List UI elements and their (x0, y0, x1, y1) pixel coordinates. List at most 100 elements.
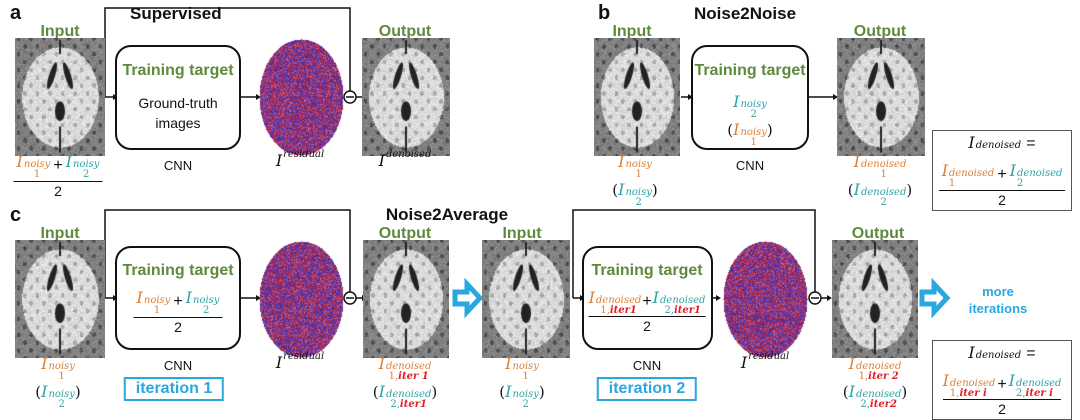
math-I: I (741, 353, 747, 372)
math-I: I (41, 354, 47, 373)
input-noisy-labels: Inoisy1 (Inoisy2) (612, 152, 658, 208)
panel-letter-c: c (10, 204, 21, 227)
training-target-title: Training target (122, 62, 233, 80)
math-I: I (968, 133, 974, 152)
cnn-label: CNN (633, 358, 661, 373)
sub-iter: iter 2 (868, 371, 899, 382)
math-I: I (733, 92, 739, 111)
math-I: I (276, 151, 282, 170)
sub: 1 (861, 170, 906, 180)
plus: + (997, 376, 1006, 394)
sub: 2, (664, 305, 674, 316)
sub: 2 (625, 198, 651, 208)
paren: ) (75, 383, 81, 401)
cnn-label: CNN (164, 358, 192, 373)
math-I: I (618, 152, 624, 171)
iteration-2-badge: iteration 2 (597, 377, 697, 401)
math-I: I (1010, 161, 1016, 180)
math-I: I (379, 354, 385, 373)
math-I: I (276, 353, 282, 372)
math-I: I (854, 152, 860, 171)
output-brain-image (837, 38, 925, 156)
residual-image (722, 240, 808, 358)
sub: 2 (740, 110, 766, 120)
math-I: I (653, 288, 659, 307)
sub-iter: iter i (959, 388, 986, 399)
panel-letter-a: a (10, 2, 21, 25)
sup: denoised (949, 169, 994, 179)
input-brain-image (15, 38, 105, 156)
output-brain-image (362, 38, 450, 156)
plus: + (53, 157, 62, 175)
sub: 1 (144, 306, 170, 316)
paren: ) (906, 181, 912, 199)
denoised-label: Idenoised (379, 150, 432, 170)
math-I: I (733, 120, 739, 139)
paren: ) (431, 383, 437, 401)
residual-label: Iresidual (276, 150, 324, 170)
iterative-average-formula-box: Idenoised = Idenoised1,iter i+Idenoised2… (932, 340, 1072, 420)
panel-title-noise2average: Noise2Average (386, 205, 508, 225)
sup: denoised (976, 351, 1021, 361)
paren: ) (652, 181, 658, 199)
sub: 1 (625, 170, 651, 180)
math-I: I (589, 288, 595, 307)
sub: 2, (390, 399, 400, 410)
sub: 2 (193, 306, 219, 316)
sub: 2, (1016, 388, 1026, 399)
sub-iter: iter2 (870, 399, 897, 410)
sub: 1 (740, 138, 766, 148)
residual-image (258, 38, 344, 156)
average-formula-box: Idenoised = Idenoised1+Idenoised22 (932, 130, 1072, 211)
math-I: I (505, 354, 511, 373)
input-brain-image (15, 240, 105, 358)
sub: 1, (859, 371, 869, 382)
sub: 2 (512, 400, 538, 410)
output-denoised-labels: Idenoised1 (Idenoised2) (848, 152, 912, 208)
sup: denoised (1017, 169, 1062, 179)
training-target-title: Training target (694, 62, 805, 80)
residual-label: Iresidual (276, 352, 324, 372)
math-I: I (17, 152, 23, 171)
sub-iter: iter1 (610, 305, 637, 316)
sub: 2 (861, 198, 906, 208)
cnn-label: CNN (164, 158, 192, 173)
equals: = (1026, 135, 1035, 152)
denominator: 2 (998, 191, 1006, 208)
panel-title-supervised: Supervised (130, 4, 222, 24)
sub: 2 (48, 400, 74, 410)
math-I: I (379, 382, 385, 401)
plus: + (997, 166, 1006, 184)
residual-label: Iresidual (741, 352, 789, 372)
cnn-label: CNN (736, 158, 764, 173)
sub-iter: iter 1 (398, 371, 429, 382)
sub-iter: iter1 (674, 305, 701, 316)
sub: 1, (600, 305, 610, 316)
output-denoised-labels: Idenoised1,iter 1 (Idenoised2,iter1) (373, 354, 437, 410)
sub: 2, (860, 399, 870, 410)
paren: ) (539, 383, 545, 401)
math-I: I (849, 382, 855, 401)
math-I: I (1009, 371, 1015, 390)
training-target-text: Ground-truth images (128, 93, 228, 133)
math-I: I (41, 382, 47, 401)
sub: 1 (48, 372, 74, 382)
math-I: I (66, 152, 72, 171)
output-denoised-labels: Idenoised1,iter 2 (Idenoised2,iter2) (843, 354, 907, 410)
iteration-1-badge: iteration 1 (124, 377, 224, 401)
sub: 1, (389, 371, 399, 382)
sub: 2 (1017, 179, 1062, 189)
sub-iter: iter i (1026, 388, 1053, 399)
equals: = (1026, 345, 1035, 362)
sub: 2 (73, 170, 99, 180)
denominator: 2 (174, 318, 182, 335)
residual-image (258, 240, 344, 358)
math-I: I (379, 151, 385, 170)
math-I: I (505, 382, 511, 401)
panel-title-noise2noise: Noise2Noise (694, 4, 796, 24)
math-I: I (943, 371, 949, 390)
sup: denoised (976, 141, 1021, 151)
denominator: 2 (998, 400, 1006, 417)
denominator: 2 (643, 317, 651, 334)
panel-letter-b: b (598, 2, 610, 25)
